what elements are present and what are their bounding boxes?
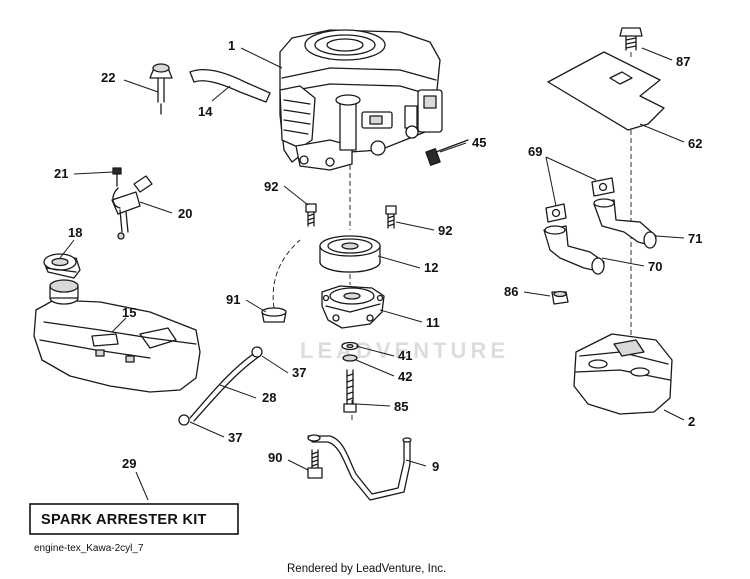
callout-29: 29 [122,456,136,471]
callout-85: 85 [394,399,408,414]
callout-92-left: 92 [264,179,278,194]
nut-part [551,290,569,305]
valve-screw-part [112,167,122,187]
callout-21: 21 [54,166,68,181]
clutch-part [321,285,385,329]
callout-1: 1 [228,38,235,53]
washer-part-41 [341,341,359,351]
spark-arrester-kit-box: SPARK ARRESTER KIT [29,503,239,535]
clutch-bolt-part [343,369,357,413]
grommet-part [261,239,301,323]
hose-clamp-part-bottom [178,414,190,426]
callout-37-top: 37 [292,365,306,380]
callout-14: 14 [198,104,213,119]
washer-part-42 [342,354,358,362]
callout-42: 42 [398,369,412,384]
callout-62: 62 [688,136,702,151]
watermark: LEADVENTURE [300,338,509,363]
engine-part [279,29,443,171]
render-credit: Rendered by LeadVenture, Inc. [287,563,446,575]
fuel-cap-part [43,253,81,279]
bolt-part-left [305,203,317,227]
callout-87: 87 [676,54,690,69]
callout-90: 90 [268,450,282,465]
callout-91: 91 [226,292,240,307]
fuel-valve-part [111,175,153,240]
fuel-tank-part [33,279,201,393]
spark-plug-part [425,139,469,166]
pulley-part [319,235,381,273]
callout-11: 11 [426,315,440,330]
callout-20: 20 [178,206,192,221]
bracket-bolt-part [307,449,323,479]
gasket-part-1 [591,177,615,197]
muffler-part [573,333,673,415]
callout-41: 41 [398,348,412,363]
leader-lines [59,47,685,501]
callout-12: 12 [424,260,438,275]
callout-18: 18 [68,225,82,240]
spark-arrester-kit-label: SPARK ARRESTER KIT [41,512,207,528]
dipstick-part [149,63,173,115]
callout-92-right: 92 [438,223,452,238]
gasket-part-2 [545,203,567,223]
exhaust-pipe-part-71 [593,198,657,249]
callout-2: 2 [688,414,695,429]
callout-70: 70 [648,259,662,274]
callout-15: 15 [122,305,136,320]
callout-28: 28 [262,390,276,405]
breather-hose-part [189,68,271,103]
shield-bolt-part [619,27,643,51]
callout-71: 71 [688,231,702,246]
callout-69: 69 [528,144,542,159]
heat-shield-part [547,51,665,131]
callout-labels: 1 22 14 45 21 20 92 92 18 12 15 91 11 41… [54,38,702,474]
callout-45: 45 [472,135,486,150]
callout-37-bottom: 37 [228,430,242,445]
hose-clamp-part-top [251,346,263,358]
exhaust-pipe-part-70 [543,225,605,275]
callout-22: 22 [101,70,115,85]
drawing-code: engine-tex_Kawa-2cyl_7 [34,543,144,554]
bracket-part [307,434,412,501]
callout-9: 9 [432,459,439,474]
bolt-part-right [385,205,397,229]
callout-86: 86 [504,284,518,299]
